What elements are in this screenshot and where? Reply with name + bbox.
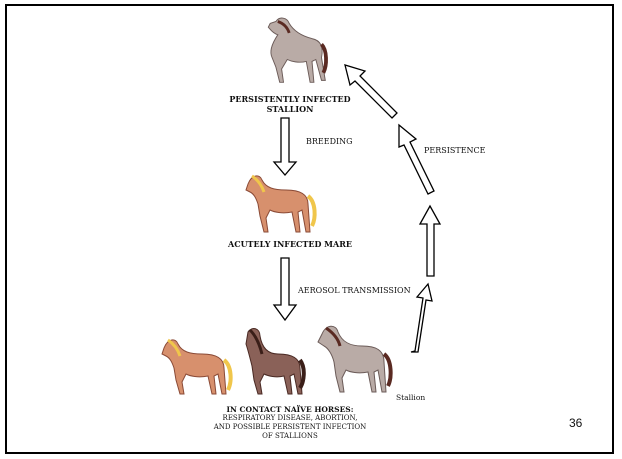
bottom-line-3: OF STALLIONS <box>190 432 390 440</box>
bottom-line-1: RESPIRATORY DISEASE, ABORTION, <box>190 414 390 422</box>
mare-horse-icon <box>240 168 320 236</box>
mare-label: ACUTELY INFECTED MARE <box>200 239 380 249</box>
naive-horse-chestnut-icon <box>158 330 238 398</box>
top-label-line1: PERSISTENTLY INFECTED <box>210 94 370 104</box>
naive-horse-grey-icon <box>314 320 394 396</box>
top-label-line2: STALLION <box>210 104 370 114</box>
breeding-label: BREEDING <box>306 137 353 146</box>
stallion-top-horse-icon <box>255 10 331 90</box>
aerosol-arrow <box>274 258 296 320</box>
breeding-arrow <box>274 118 296 175</box>
aerosol-label: AEROSOL TRANSMISSION <box>298 286 411 295</box>
page-number: 36 <box>569 416 582 430</box>
persistence-label: PERSISTENCE <box>424 146 486 155</box>
bottom-title: IN CONTACT NAÏVE HORSES: <box>190 405 390 414</box>
naive-horse-bay-icon <box>238 324 310 398</box>
bottom-line-2: AND POSSIBLE PERSISTENT INFECTION <box>190 423 390 431</box>
stallion-label: Stallion <box>396 393 425 402</box>
